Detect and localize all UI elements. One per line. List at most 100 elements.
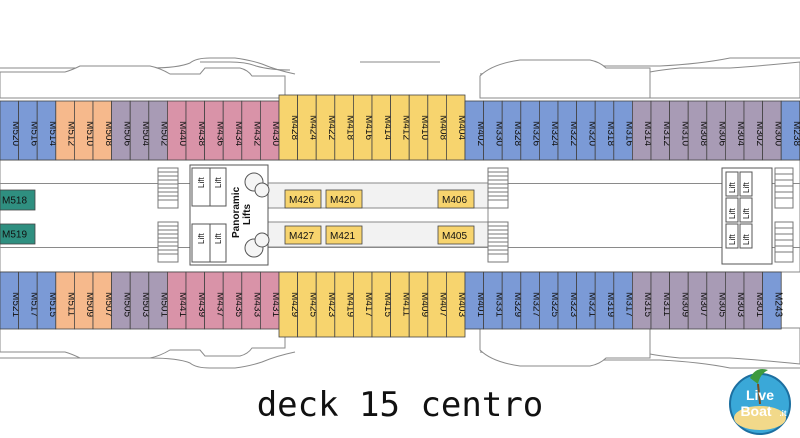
cabin[interactable]: M519 <box>0 223 36 245</box>
cabin[interactable]: M431 <box>259 271 281 330</box>
cabin[interactable]: M401 <box>464 271 486 330</box>
cabin-label: M243 <box>772 292 783 317</box>
cabin[interactable]: M322 <box>557 100 579 161</box>
cabin[interactable]: M426 <box>284 189 322 209</box>
cabin[interactable]: M517 <box>18 271 40 330</box>
cabin[interactable]: M507 <box>92 271 114 330</box>
cabin[interactable]: M312 <box>650 100 672 161</box>
cabin[interactable]: M315 <box>632 271 653 330</box>
cabin[interactable]: M308 <box>687 100 709 161</box>
cabin[interactable]: M238 <box>780 100 800 161</box>
cabin[interactable]: M310 <box>669 100 691 161</box>
cabin[interactable]: M311 <box>650 271 672 330</box>
cabin[interactable]: M416 <box>352 94 374 161</box>
cabin[interactable]: M432 <box>241 100 263 161</box>
cabin[interactable]: M414 <box>371 94 393 161</box>
cabin[interactable]: M516 <box>18 100 40 161</box>
cabin[interactable]: M509 <box>74 271 95 330</box>
cabin[interactable]: M428 <box>278 94 300 161</box>
cabin[interactable]: M511 <box>55 271 77 330</box>
cabin[interactable]: M306 <box>706 100 728 161</box>
cabin[interactable]: M424 <box>297 94 319 161</box>
cabin[interactable]: M302 <box>743 100 765 161</box>
cabin[interactable]: M328 <box>501 100 523 161</box>
cabin[interactable]: M441 <box>166 271 188 330</box>
cabin[interactable]: M430 <box>259 100 281 161</box>
cabin[interactable]: M514 <box>36 100 58 161</box>
cabin[interactable]: M412 <box>390 94 412 161</box>
cabin[interactable]: M327 <box>520 271 542 330</box>
cabin[interactable]: M404 <box>445 94 467 161</box>
cabin[interactable]: M439 <box>185 271 207 330</box>
cabin[interactable]: M437 <box>204 271 226 330</box>
cabin[interactable]: M422 <box>315 94 337 161</box>
cabin[interactable]: M330 <box>483 100 505 161</box>
cabin[interactable]: M300 <box>762 100 784 161</box>
cabin[interactable]: M331 <box>483 271 505 330</box>
cabin[interactable]: M318 <box>594 100 616 161</box>
cabin[interactable]: M508 <box>92 100 114 161</box>
cabin-label: M319 <box>605 292 616 317</box>
cabin[interactable]: M433 <box>241 271 263 330</box>
cabin[interactable]: M438 <box>185 100 207 161</box>
cabin[interactable]: M323 <box>557 271 579 330</box>
cabin[interactable]: M305 <box>706 271 728 330</box>
cabin[interactable]: M518 <box>0 189 36 211</box>
cabin[interactable]: M243 <box>762 271 784 330</box>
cabin[interactable]: M417 <box>352 271 374 338</box>
cabin[interactable]: M309 <box>669 271 691 330</box>
cabin[interactable]: M510 <box>74 100 95 161</box>
cabin[interactable]: M425 <box>297 271 319 338</box>
cabin[interactable]: M405 <box>437 225 475 245</box>
cabin[interactable]: M503 <box>129 271 151 330</box>
cabin[interactable]: M320 <box>576 100 598 161</box>
cabin[interactable]: M420 <box>325 189 363 209</box>
cabin[interactable]: M407 <box>427 271 449 338</box>
cabin[interactable]: M419 <box>334 271 356 338</box>
cabin[interactable]: M321 <box>576 271 598 330</box>
cabin[interactable]: M303 <box>725 271 746 330</box>
cabin[interactable]: M316 <box>613 100 635 161</box>
cabin[interactable]: M440 <box>166 100 188 161</box>
cabin[interactable]: M402 <box>464 100 486 161</box>
cabin[interactable]: M319 <box>594 271 616 330</box>
cabin[interactable]: M427 <box>284 225 322 245</box>
cabin[interactable]: M506 <box>111 100 133 161</box>
cabin[interactable]: M403 <box>445 271 467 338</box>
cabin[interactable]: M406 <box>437 189 475 209</box>
cabin[interactable]: M307 <box>687 271 709 330</box>
cabin-label: M401 <box>475 292 486 317</box>
cabin[interactable]: M504 <box>129 100 151 161</box>
cabin[interactable]: M301 <box>743 271 765 330</box>
cabin[interactable]: M521 <box>0 271 21 330</box>
cabin[interactable]: M515 <box>36 271 58 330</box>
cabin[interactable]: M326 <box>520 100 542 161</box>
cabin[interactable]: M501 <box>148 271 170 330</box>
cabin[interactable]: M418 <box>334 94 356 161</box>
cabin[interactable]: M411 <box>390 271 412 338</box>
cabin[interactable]: M520 <box>0 100 21 161</box>
cabin-label: M410 <box>419 115 430 140</box>
cabin[interactable]: M423 <box>315 271 337 338</box>
cabin[interactable]: M324 <box>539 100 560 161</box>
cabin[interactable]: M421 <box>325 225 363 245</box>
cabin[interactable]: M502 <box>148 100 170 161</box>
cabin[interactable]: M434 <box>222 100 244 161</box>
cabin[interactable]: M512 <box>55 100 77 161</box>
cabin[interactable]: M329 <box>501 271 523 330</box>
cabin-label: M430 <box>270 121 281 146</box>
cabin[interactable]: M314 <box>632 100 653 161</box>
cabin[interactable]: M408 <box>427 94 449 161</box>
cabin[interactable]: M325 <box>539 271 560 330</box>
cabin-label: M308 <box>698 121 709 146</box>
cabin[interactable]: M429 <box>278 271 300 338</box>
cabin[interactable]: M436 <box>204 100 226 161</box>
cabin[interactable]: M304 <box>725 100 746 161</box>
cabin[interactable]: M410 <box>408 94 430 161</box>
cabin-label: M439 <box>196 292 207 317</box>
cabin[interactable]: M435 <box>222 271 244 330</box>
cabin[interactable]: M415 <box>371 271 393 338</box>
cabin[interactable]: M317 <box>613 271 635 330</box>
cabin[interactable]: M409 <box>408 271 430 338</box>
cabin[interactable]: M505 <box>111 271 133 330</box>
